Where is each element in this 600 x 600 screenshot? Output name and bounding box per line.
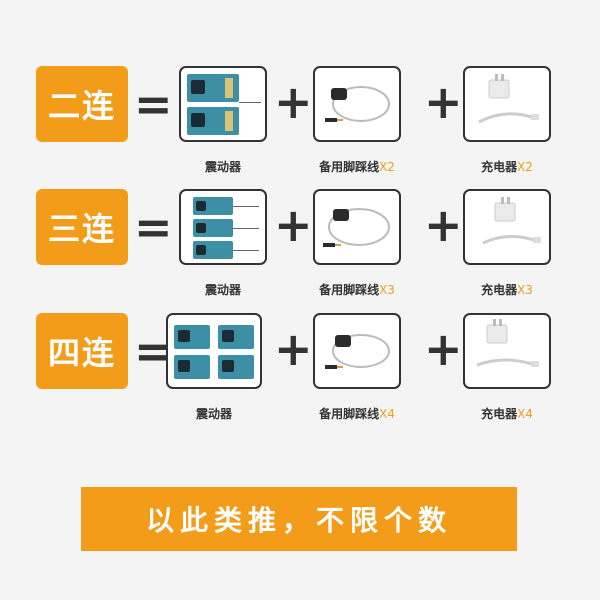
charger-icon [476,319,539,367]
cable-image-card [313,66,401,142]
device-caption: 震动器 [204,283,241,297]
charger-icon [482,197,541,245]
device-caption: 震动器 [204,160,241,174]
plus-sign: + [424,322,463,376]
charger-image-card [463,313,551,389]
foot-pedal-cable-icon [323,208,390,247]
foot-pedal-cable-icon [325,334,390,369]
charger-caption: 充电器X4 [481,407,533,421]
quantity-badge: X4 [379,407,395,421]
circuit-board-icon [174,325,210,349]
circuit-board-icon [193,241,233,259]
circuit-board-icon [193,197,233,215]
circuit-board-icon [218,325,254,349]
plus-sign: + [274,75,313,129]
quantity-badge: X3 [517,283,533,297]
cable-image-card [313,313,401,389]
cable-caption: 备用脚踩线X3 [319,283,395,297]
cable-image-card [313,189,401,265]
circuit-board-icon [218,355,254,379]
circuit-board-icon [193,219,233,237]
plus-sign: + [274,322,313,376]
circuit-board-icon [187,74,239,102]
row-label: 三连 [36,189,128,265]
foot-pedal-cable-icon [325,86,390,122]
quantity-badge: X3 [379,283,395,297]
circuit-board-icon [187,107,239,135]
row-three: 三连 = + + 震动器 [0,189,600,314]
row-label: 二连 [36,66,128,142]
charger-image-card [463,66,551,142]
cable-caption: 备用脚踩线X2 [319,160,395,174]
promo-banner: 以此类推，不限个数 [81,487,517,551]
charger-caption: 充电器X3 [481,283,533,297]
charger-caption: 充电器X2 [481,160,533,174]
equals-sign: = [134,77,173,131]
plus-sign: + [274,198,313,252]
quantity-badge: X2 [517,160,533,174]
plus-sign: + [424,198,463,252]
quantity-badge: X2 [379,160,395,174]
vibrator-image-card [166,313,262,389]
charger-image-card [463,189,551,265]
vibrator-image-card [179,66,267,142]
device-caption: 震动器 [195,407,232,421]
circuit-board-icon [174,355,210,379]
cable-caption: 备用脚踩线X4 [319,407,395,421]
charger-icon [478,74,539,124]
equals-sign: = [134,200,173,254]
vibrator-image-card [179,189,267,265]
quantity-badge: X4 [517,407,533,421]
row-label: 四连 [36,313,128,389]
plus-sign: + [424,75,463,129]
row-four: 四连 = + + 震动器 [0,313,600,438]
row-two: 二连 = + + 震动器 备用脚踩线X2 [0,66,600,191]
